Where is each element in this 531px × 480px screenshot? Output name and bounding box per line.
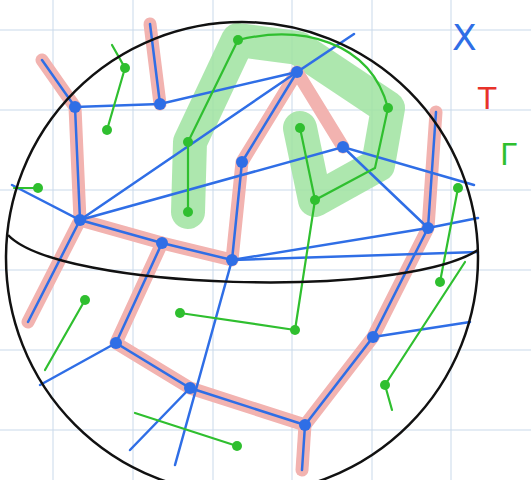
sphere-outline (6, 22, 478, 480)
legend-symbol: Γ (500, 140, 517, 170)
dual-graph (14, 35, 465, 446)
tree-highlight (28, 24, 436, 470)
legend-symbol: X (452, 20, 477, 56)
equator (8, 235, 478, 282)
legend-symbol: T (478, 84, 496, 114)
dual-vertices (33, 35, 463, 451)
graph-vertices (69, 66, 434, 431)
